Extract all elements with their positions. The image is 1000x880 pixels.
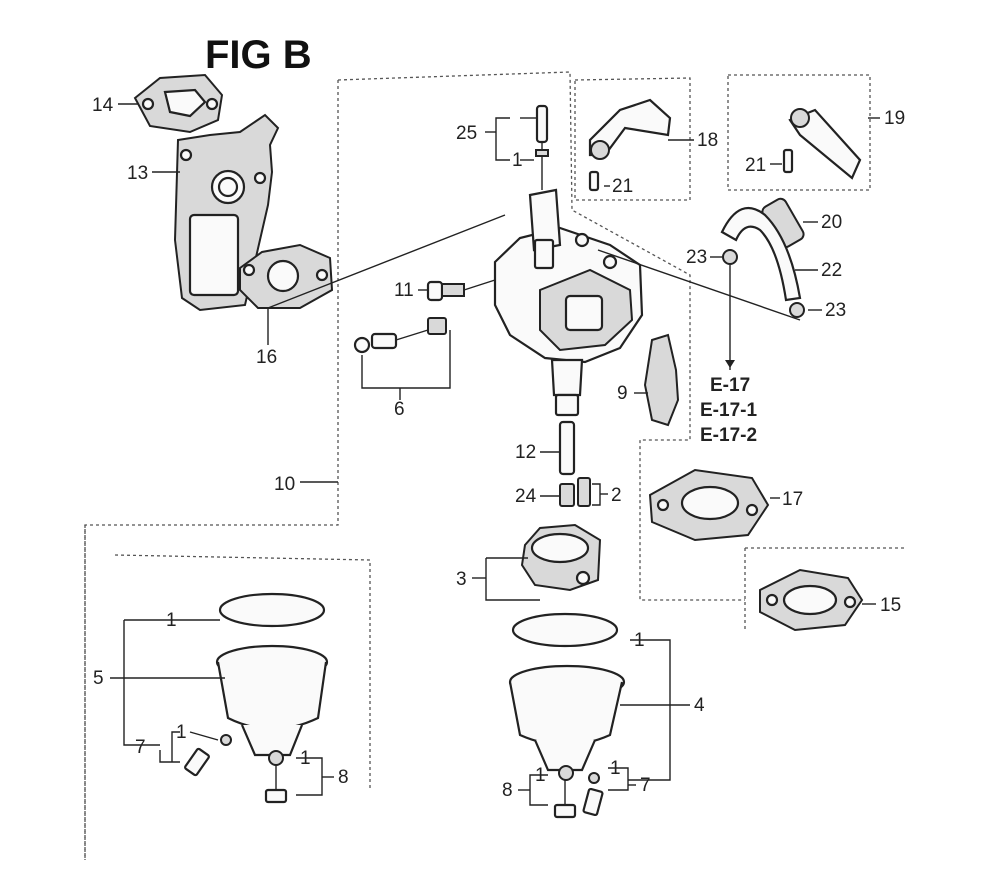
part-24-jet bbox=[559, 483, 575, 507]
part-25-screw bbox=[535, 104, 549, 190]
group-boundaries bbox=[84, 71, 905, 860]
callout-19: 19 bbox=[884, 108, 905, 129]
callout-6: 6 bbox=[394, 399, 405, 420]
callout-7-left: 7 bbox=[135, 737, 146, 758]
callout-11: 11 bbox=[394, 280, 414, 301]
carb-group-boundary bbox=[337, 71, 745, 601]
part-14-gasket bbox=[133, 73, 224, 134]
callout-15: 15 bbox=[880, 595, 901, 616]
reference-e17-1: E-17-1 bbox=[700, 400, 757, 421]
callout-16: 16 bbox=[256, 347, 277, 368]
reference-arrow-icon bbox=[725, 360, 735, 368]
callout-24: 24 bbox=[515, 486, 537, 507]
callout-3: 3 bbox=[456, 569, 467, 590]
callout-1-right-cup: 1 bbox=[634, 630, 645, 651]
part-22-hose bbox=[720, 206, 802, 302]
reference-e17-2: E-17-2 bbox=[700, 425, 757, 446]
callout-4: 4 bbox=[694, 695, 705, 716]
callout-13: 13 bbox=[127, 163, 148, 184]
part-19-lever bbox=[782, 108, 862, 180]
callout-21-a: 21 bbox=[612, 176, 633, 197]
part-17-gasket bbox=[648, 468, 770, 542]
callout-2: 2 bbox=[611, 485, 622, 506]
callout-20: 20 bbox=[821, 212, 842, 233]
callout-25: 25 bbox=[456, 123, 477, 144]
part-12-tube bbox=[558, 420, 576, 476]
part-11-screw bbox=[426, 279, 496, 302]
callout-labels: 14 13 16 10 11 6 25 1 18 21 19 21 20 22 … bbox=[92, 95, 905, 801]
callout-17: 17 bbox=[782, 489, 803, 510]
left-group-boundary bbox=[84, 80, 339, 860]
callout-8-right: 8 bbox=[502, 780, 513, 801]
callout-8-left: 8 bbox=[338, 767, 349, 788]
callout-1-right-screw: 1 bbox=[535, 765, 546, 786]
callout-1-left-drain: 1 bbox=[176, 722, 187, 743]
callout-1-left-cup: 1 bbox=[166, 610, 177, 631]
callout-7-right: 7 bbox=[640, 775, 651, 796]
callout-18: 18 bbox=[697, 130, 718, 151]
callout-9: 9 bbox=[617, 383, 628, 404]
callout-10: 10 bbox=[274, 474, 295, 495]
part-6-needle bbox=[353, 317, 447, 354]
callout-1-left-screw: 1 bbox=[300, 748, 311, 769]
callout-5: 5 bbox=[93, 668, 104, 689]
part-18-lever bbox=[588, 98, 672, 192]
callout-12: 12 bbox=[515, 442, 536, 463]
leader-lines bbox=[110, 103, 880, 806]
part-5-float-bowl bbox=[184, 592, 329, 804]
part-9-bracket bbox=[643, 333, 680, 427]
reference-e17: E-17 bbox=[710, 375, 750, 396]
part-3-float bbox=[520, 523, 602, 592]
callout-1-top: 1 bbox=[512, 150, 523, 171]
callout-14: 14 bbox=[92, 95, 114, 116]
carburetor-body bbox=[493, 188, 644, 417]
part-23-clamp bbox=[722, 249, 805, 318]
callout-1-right-drain: 1 bbox=[610, 758, 621, 779]
part-4-float-bowl bbox=[508, 612, 626, 819]
left-cup-inner-boundary bbox=[114, 554, 371, 790]
callout-22: 22 bbox=[821, 260, 842, 281]
callout-21-b: 21 bbox=[745, 155, 766, 176]
part-2-jet bbox=[577, 477, 591, 507]
callout-23-a: 23 bbox=[686, 247, 707, 268]
lever-18-boundary bbox=[574, 77, 691, 201]
callout-23-b: 23 bbox=[825, 300, 846, 321]
part-15-gasket bbox=[759, 568, 864, 632]
figure-title: FIG B bbox=[205, 33, 312, 77]
